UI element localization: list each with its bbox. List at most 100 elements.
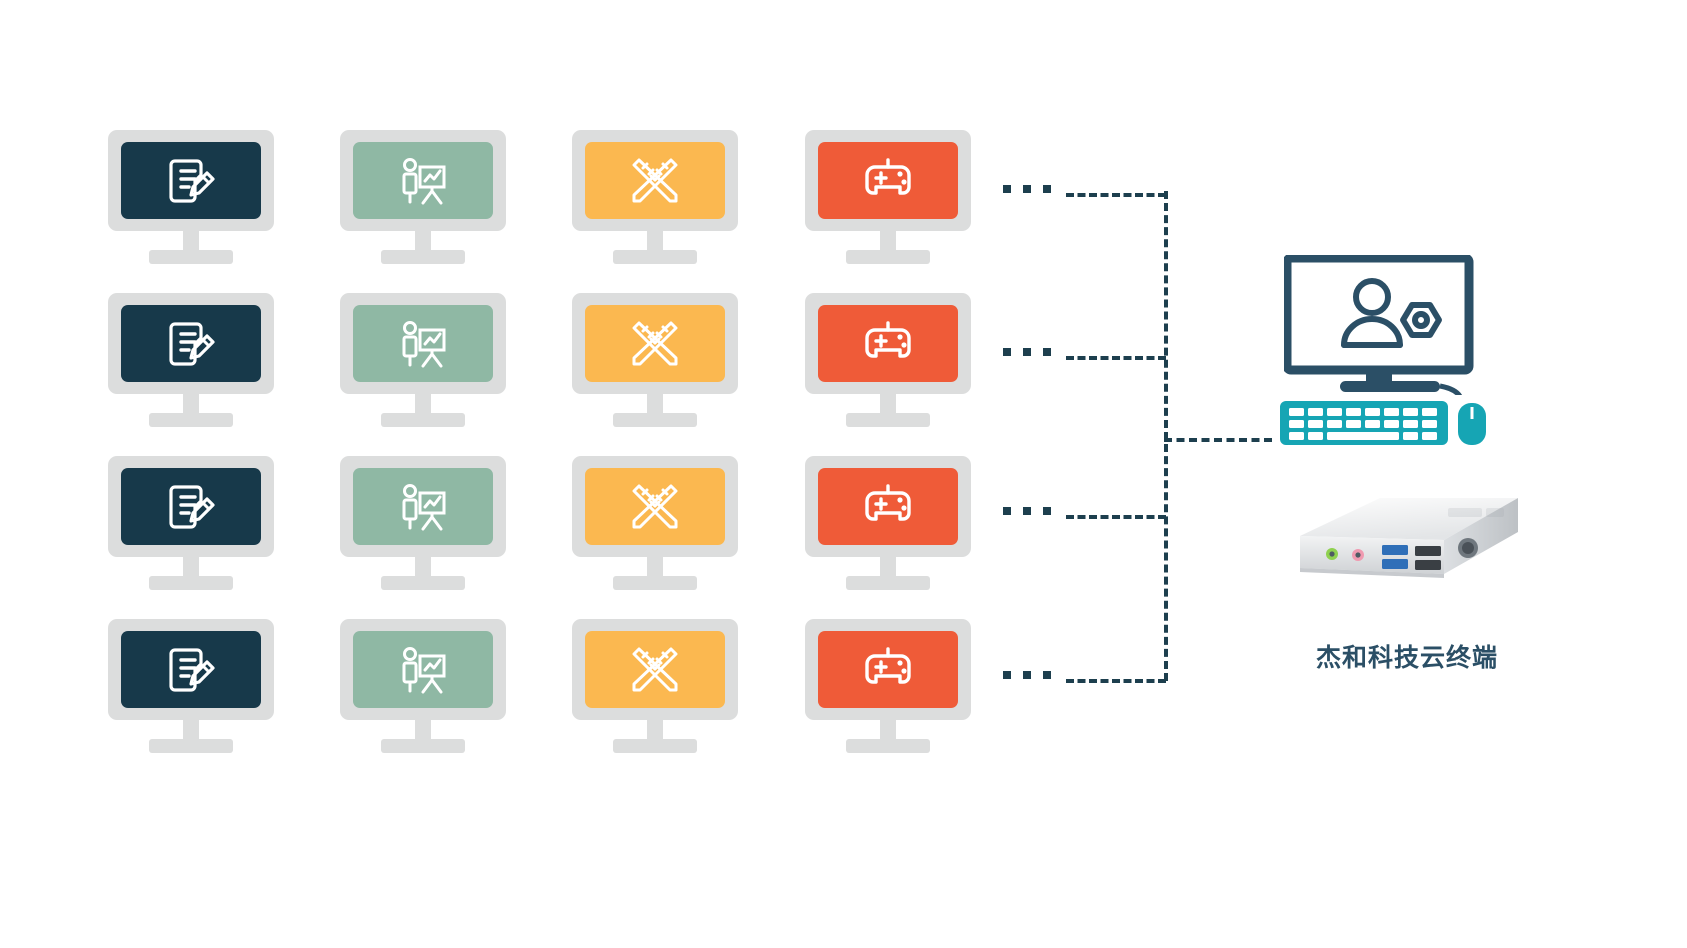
presenter-chart-icon (353, 468, 493, 545)
gamepad-icon (818, 142, 958, 219)
client-monitor-presentation[interactable] (340, 619, 506, 753)
ellipsis-dot (1043, 185, 1051, 193)
monitor-base (613, 576, 697, 590)
client-monitor-gaming[interactable] (805, 130, 971, 264)
gamepad-icon (818, 468, 958, 545)
gamepad-icon (818, 631, 958, 708)
monitor-base (846, 413, 930, 427)
monitor-screen (818, 468, 958, 545)
keyboard-and-mouse[interactable] (1280, 395, 1500, 460)
ruler-pencil-icon (585, 631, 725, 708)
client-monitor-document[interactable] (108, 130, 274, 264)
ellipsis-dot (1003, 671, 1011, 679)
client-monitor-document[interactable] (108, 619, 274, 753)
monitor-base (846, 739, 930, 753)
monitor-bezel (108, 456, 274, 557)
monitor-base (381, 413, 465, 427)
client-monitor-design[interactable] (572, 130, 738, 264)
monitor-screen (585, 631, 725, 708)
mini-pc-icon[interactable] (1272, 490, 1522, 615)
monitor-screen (121, 631, 261, 708)
client-row (108, 293, 988, 427)
monitor-bezel (340, 456, 506, 557)
monitor-bezel (805, 293, 971, 394)
keyboard-icon (1280, 401, 1448, 445)
ruler-pencil-icon (585, 142, 725, 219)
monitor-base (846, 576, 930, 590)
client-row (108, 456, 988, 590)
client-monitor-presentation[interactable] (340, 293, 506, 427)
client-monitor-document[interactable] (108, 293, 274, 427)
monitor-base (149, 413, 233, 427)
monitor-screen (121, 468, 261, 545)
monitor-base (381, 739, 465, 753)
client-monitor-presentation[interactable] (340, 456, 506, 590)
client-monitor-document[interactable] (108, 456, 274, 590)
monitor-neck (880, 231, 896, 253)
document-edit-icon (121, 142, 261, 219)
ellipsis-indicator (1003, 507, 1051, 515)
monitor-bezel (108, 130, 274, 231)
ruler-pencil-icon (585, 468, 725, 545)
monitor-neck (415, 394, 431, 416)
connection-trunk (1164, 191, 1168, 681)
monitor-screen (353, 468, 493, 545)
connection-branch (1066, 193, 1166, 197)
monitor-neck (647, 557, 663, 579)
monitor-screen (353, 142, 493, 219)
monitor-neck (183, 720, 199, 742)
monitor-base (613, 250, 697, 264)
monitor-screen (585, 305, 725, 382)
ellipsis-indicator (1003, 671, 1051, 679)
monitor-neck (880, 394, 896, 416)
monitor-bezel (805, 619, 971, 720)
document-edit-icon (121, 305, 261, 382)
client-monitor-design[interactable] (572, 456, 738, 590)
client-monitor-presentation[interactable] (340, 130, 506, 264)
document-edit-icon (121, 468, 261, 545)
client-monitor-design[interactable] (572, 293, 738, 427)
connection-branch (1066, 356, 1166, 360)
client-monitor-gaming[interactable] (805, 619, 971, 753)
monitor-neck (647, 231, 663, 253)
monitor-base (149, 576, 233, 590)
monitor-screen (353, 631, 493, 708)
monitor-bezel (340, 619, 506, 720)
admin-monitor[interactable] (1282, 253, 1484, 405)
monitor-bezel (108, 293, 274, 394)
monitor-screen (121, 142, 261, 219)
monitor-base (613, 739, 697, 753)
monitor-bezel (572, 619, 738, 720)
monitor-bezel (108, 619, 274, 720)
user-settings-icon (1341, 278, 1442, 348)
monitor-neck (880, 720, 896, 742)
monitor-screen (121, 305, 261, 382)
client-monitor-design[interactable] (572, 619, 738, 753)
connection-to-terminal (1164, 438, 1272, 442)
monitor-bezel (805, 130, 971, 231)
ellipsis-dot (1023, 348, 1031, 356)
monitor-screen (585, 142, 725, 219)
ellipsis-dot (1043, 671, 1051, 679)
ellipsis-dot (1043, 348, 1051, 356)
ellipsis-dot (1023, 671, 1031, 679)
monitor-base (613, 413, 697, 427)
client-monitor-gaming[interactable] (805, 456, 971, 590)
ellipsis-dot (1023, 507, 1031, 515)
monitor-neck (183, 231, 199, 253)
ruler-pencil-icon (585, 305, 725, 382)
monitor-base (149, 739, 233, 753)
monitor-bezel (340, 293, 506, 394)
ellipsis-dot (1003, 507, 1011, 515)
monitor-base (149, 250, 233, 264)
monitor-neck (415, 720, 431, 742)
cloud-terminal-group[interactable]: 杰和科技云终端 (1272, 253, 1542, 715)
client-monitor-gaming[interactable] (805, 293, 971, 427)
monitor-bezel (805, 456, 971, 557)
connection-branch (1066, 515, 1166, 519)
ellipsis-dot (1043, 507, 1051, 515)
monitor-base (381, 576, 465, 590)
monitor-neck (647, 720, 663, 742)
client-row (108, 130, 988, 264)
